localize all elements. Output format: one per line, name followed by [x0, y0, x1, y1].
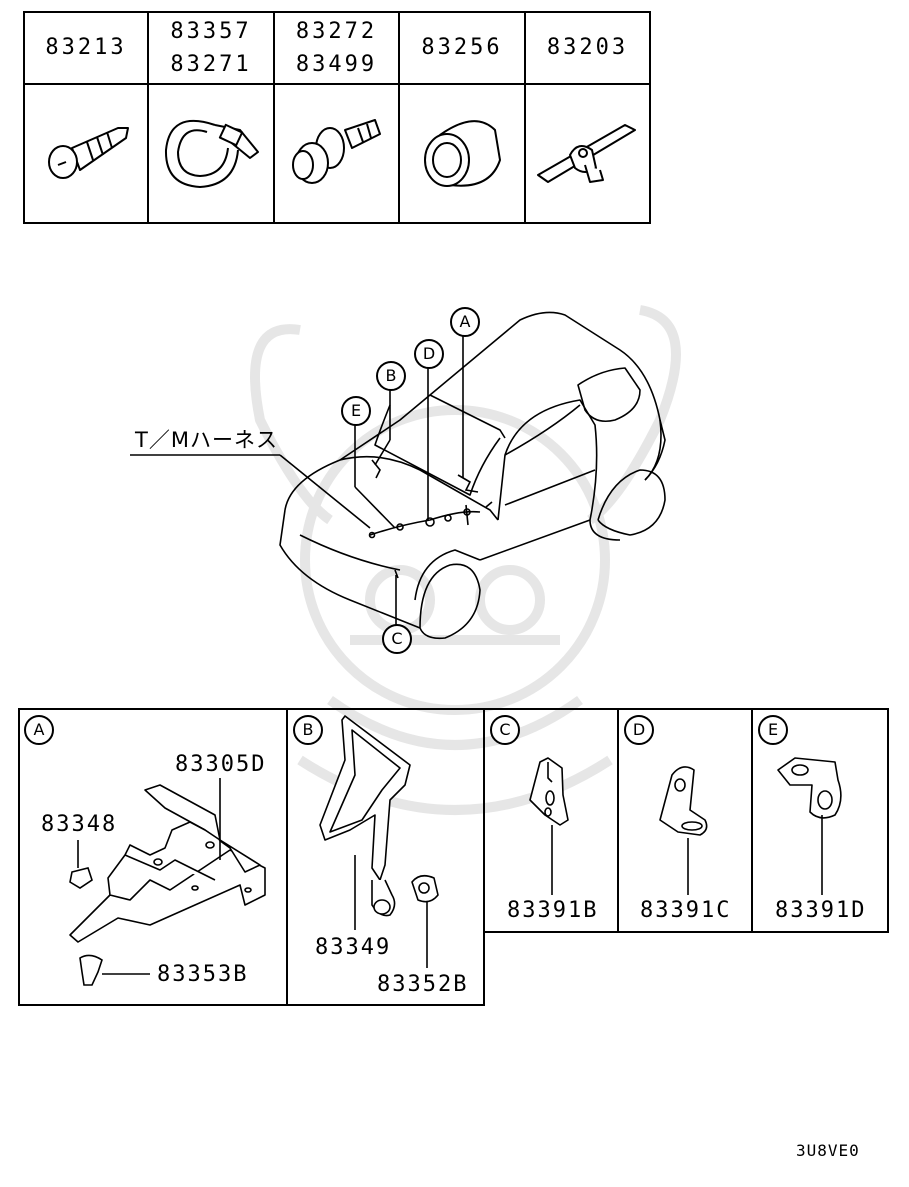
diagram-code: 3U8VE0 — [796, 1141, 860, 1160]
part-number: 83203 — [546, 35, 629, 60]
part-label-83349[interactable]: 83349 — [315, 935, 392, 960]
part-label-83391c[interactable]: 83391C — [640, 898, 732, 923]
detail-c-bracket — [529, 757, 569, 826]
callout-e[interactable]: E — [341, 396, 371, 426]
detail-a-letter: A — [24, 715, 54, 745]
part-label-83391b[interactable]: 83391B — [507, 898, 599, 923]
part-cell-83272[interactable]: 83272 83499 — [274, 12, 399, 84]
cable-tie-icon — [164, 120, 259, 188]
part-number: 83213 — [45, 35, 127, 60]
detail-e-letter: E — [758, 715, 788, 745]
part-cell-83203[interactable]: 83203 — [525, 12, 650, 84]
part-label-83353b[interactable]: 83353B — [157, 962, 249, 987]
part-number: 83271 — [170, 52, 252, 77]
callout-b[interactable]: B — [376, 361, 406, 391]
detail-d-bracket — [659, 766, 708, 836]
harness-label: T／Mハーネス — [135, 428, 278, 452]
detail-b-cover — [319, 715, 439, 917]
harness-wiring — [368, 459, 493, 579]
part-cell-83213[interactable]: 83213 — [24, 12, 148, 84]
callout-a[interactable]: A — [450, 307, 480, 337]
part-label-83348[interactable]: 83348 — [41, 812, 118, 837]
part-cell-83256[interactable]: 83256 — [399, 12, 525, 84]
grommet-83353b-icon — [79, 954, 103, 986]
detail-b-letter: B — [293, 715, 323, 745]
part-number: 83256 — [421, 35, 503, 60]
clip-83348-icon — [69, 867, 93, 889]
detail-panel-borders — [18, 708, 889, 1006]
detail-a-bracket — [69, 784, 266, 943]
part-number: 83357 — [170, 19, 252, 44]
callout-c[interactable]: C — [382, 624, 412, 654]
detail-d-letter: D — [624, 715, 654, 745]
vehicle-outline — [279, 311, 666, 640]
detail-e-bracket — [777, 757, 842, 819]
push-clip-icon — [292, 119, 381, 184]
part-number: 83499 — [295, 52, 378, 77]
part-label-83305d[interactable]: 83305D — [175, 752, 267, 777]
parts-table-grid — [23, 11, 651, 224]
detail-c-letter: C — [490, 715, 520, 745]
part-label-83352b[interactable]: 83352B — [377, 972, 469, 997]
part-label-83391d[interactable]: 83391D — [775, 898, 867, 923]
callout-d[interactable]: D — [414, 339, 444, 369]
part-cell-83357[interactable]: 83357 83271 — [148, 12, 274, 84]
screw-icon — [48, 127, 129, 179]
grommet-cap-icon — [424, 120, 501, 187]
harness-clip-icon — [537, 124, 636, 183]
part-number: 83272 — [295, 19, 378, 44]
